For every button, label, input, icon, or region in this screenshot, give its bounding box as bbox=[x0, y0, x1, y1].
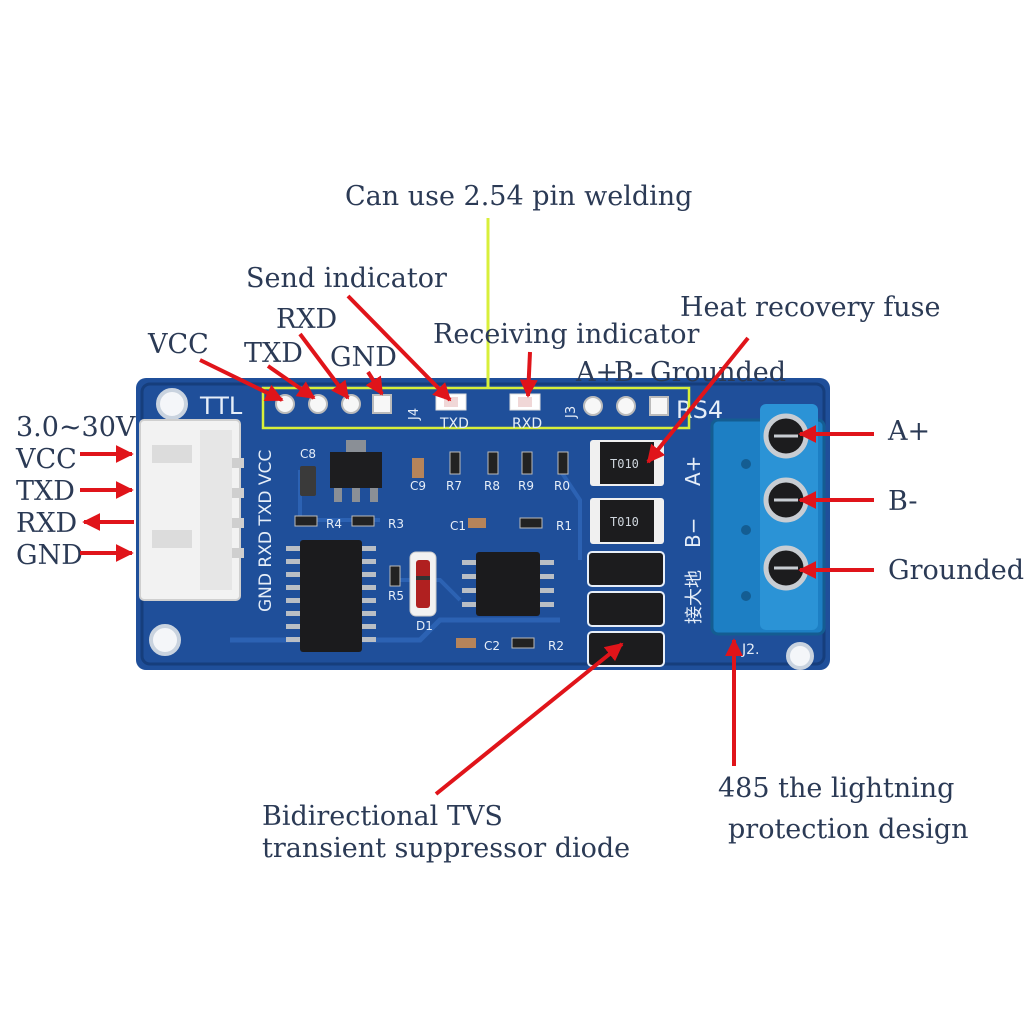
arrow-send-indicator bbox=[346, 294, 452, 402]
silk-j4: J4 bbox=[407, 408, 422, 421]
capacitor-c2 bbox=[456, 638, 476, 648]
txd-led bbox=[435, 393, 467, 411]
resistor-r8 bbox=[487, 451, 499, 475]
tvs-diodes bbox=[587, 551, 665, 667]
silk-ttl: TTL bbox=[199, 392, 243, 420]
silk-c2: C2 bbox=[484, 639, 500, 653]
arrow-vcc bbox=[199, 358, 284, 402]
label-right-a-plus: A+ bbox=[887, 416, 930, 447]
label-top-vcc: VCC bbox=[147, 329, 209, 360]
caption-pin-welding: Can use 2.54 pin welding bbox=[345, 181, 692, 212]
silk-r3: R3 bbox=[388, 517, 404, 531]
j3-header bbox=[583, 396, 669, 416]
mounting-hole bbox=[786, 642, 814, 670]
screw-terminal bbox=[710, 404, 826, 636]
resistor-r1 bbox=[519, 517, 543, 529]
label-right-b-minus: B- bbox=[888, 486, 917, 517]
silk-c9: C9 bbox=[410, 479, 426, 493]
silk-c1: C1 bbox=[450, 519, 466, 533]
capacitor-c8 bbox=[300, 466, 316, 496]
caption-receiving-indicator: Receiving indicator bbox=[433, 319, 699, 350]
silk-r0: R0 bbox=[554, 479, 570, 493]
label-left-rxd: RXD bbox=[16, 508, 77, 539]
silk-j3: J3 bbox=[564, 406, 579, 419]
resistor-r5 bbox=[389, 565, 401, 587]
label-top-gnd: GND bbox=[330, 342, 397, 373]
silk-r7: R7 bbox=[446, 479, 462, 493]
caption-tvs-line1: Bidirectional TVS bbox=[262, 801, 503, 832]
resistor-r3 bbox=[351, 515, 375, 527]
capacitor-c1 bbox=[468, 518, 486, 528]
label-left-vcc: VCC bbox=[15, 444, 77, 475]
resistor-r2 bbox=[511, 637, 535, 649]
label-voltage: 3.0~30V bbox=[16, 412, 136, 443]
silk-r1: R1 bbox=[556, 519, 572, 533]
silk-r8: R8 bbox=[484, 479, 500, 493]
label-left-txd: TXD bbox=[16, 476, 75, 507]
caption-send-indicator: Send indicator bbox=[246, 263, 447, 294]
label-top-a-plus: A+ bbox=[575, 357, 618, 388]
label-left-gnd: GND bbox=[16, 540, 83, 571]
arrow-heat-fuse bbox=[646, 336, 750, 464]
arrow-txd bbox=[266, 364, 316, 400]
silk-c8: C8 bbox=[300, 447, 316, 461]
caption-heat-fuse: Heat recovery fuse bbox=[680, 292, 941, 323]
caption-lightning-line2: protection design bbox=[728, 814, 969, 845]
caption-tvs-line2: transient suppressor diode bbox=[262, 833, 630, 864]
arrow-gnd bbox=[365, 370, 384, 396]
silk-rxd-led: RXD bbox=[512, 416, 542, 432]
rs485-transceiver-chip bbox=[462, 552, 554, 616]
silk-ground-cn: 接大地 bbox=[684, 570, 705, 624]
arrow-tvs bbox=[434, 642, 624, 796]
fuse-b bbox=[590, 498, 664, 544]
silk-r4: R4 bbox=[326, 517, 342, 531]
silk-r2: R2 bbox=[548, 639, 564, 653]
xh-connector bbox=[139, 419, 244, 601]
label-top-txd: TXD bbox=[244, 338, 303, 369]
caption-lightning-line1: 485 the lightning bbox=[718, 773, 954, 804]
fuse-b-code: T010 bbox=[610, 515, 639, 529]
silk-r9: R9 bbox=[518, 479, 534, 493]
resistor-r4 bbox=[294, 515, 318, 527]
silk-j2: J2. bbox=[741, 642, 760, 658]
silk-txd-led: TXD bbox=[439, 416, 469, 432]
voltage-regulator bbox=[330, 440, 382, 502]
callout-arrows bbox=[80, 294, 874, 796]
silk-r5: R5 bbox=[388, 589, 404, 603]
resistor-r9 bbox=[521, 451, 533, 475]
silk-b-minus: B− bbox=[681, 518, 705, 548]
label-top-b-minus: B- bbox=[614, 357, 643, 388]
arrow-rxd bbox=[298, 332, 350, 400]
fuse-a-code: T010 bbox=[610, 457, 639, 471]
resistor-r7 bbox=[449, 451, 461, 475]
mounting-hole bbox=[156, 388, 188, 420]
mounting-hole bbox=[149, 624, 181, 656]
label-right-grounded: Grounded bbox=[888, 555, 1024, 586]
fuse-a bbox=[590, 440, 664, 486]
rxd-led bbox=[509, 393, 541, 411]
resistor-r0 bbox=[557, 451, 569, 475]
isolator-chip bbox=[286, 540, 376, 652]
label-top-rxd: RXD bbox=[276, 304, 337, 335]
silk-d1: D1 bbox=[416, 619, 433, 633]
capacitor-c9 bbox=[412, 458, 424, 478]
diode-d1 bbox=[409, 551, 437, 617]
silk-a-plus: A+ bbox=[681, 456, 705, 486]
silk-vertical-pins: GND RXD TXD VCC bbox=[256, 450, 276, 612]
arrow-receiving-indicator bbox=[519, 351, 538, 398]
